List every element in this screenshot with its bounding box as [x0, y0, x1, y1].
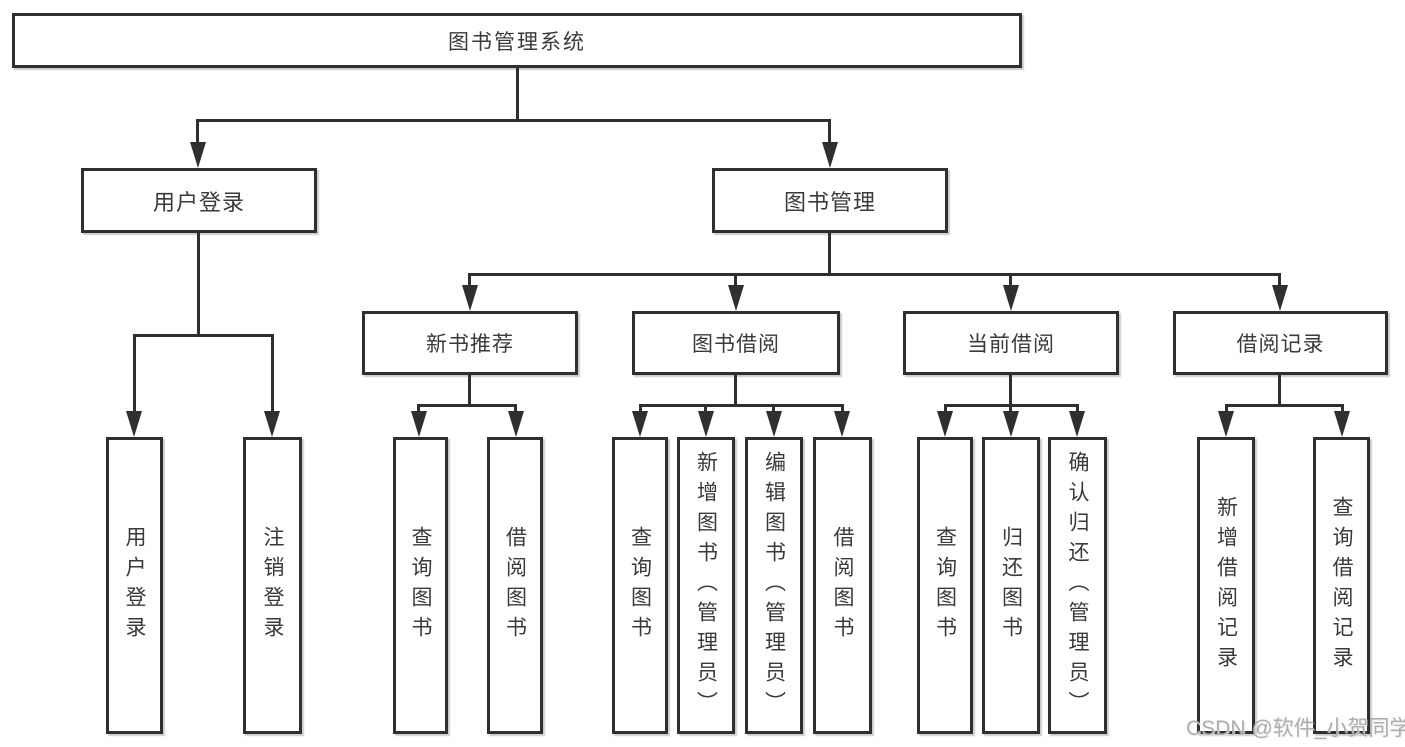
arrowhead-current-return — [1003, 411, 1019, 437]
node-book-management-label: 图书管理 — [783, 189, 876, 215]
leaf-recommend-borrow-books-label: 借阅图书 — [503, 525, 527, 646]
leaf-borrowing-add-books-admin: 新增图书（管理员） — [677, 437, 735, 734]
node-borrowing-records: 借阅记录 — [1173, 311, 1388, 375]
connector-records-stem — [1278, 375, 1281, 406]
node-borrowing-records-label: 借阅记录 — [1236, 333, 1325, 356]
arrowhead-borrowing-records — [1272, 285, 1288, 311]
connector-to-borrowing-add — [704, 404, 707, 416]
arrowhead-book-management — [822, 142, 838, 168]
leaf-borrowing-borrow-books-label: 借阅图书 — [831, 525, 854, 646]
connector-to-recommend-query — [417, 404, 420, 416]
leaf-current-confirm-return-admin: 确认归还（管理员） — [1048, 437, 1107, 734]
leaf-borrowing-add-books-admin-label: 新增图书（管理员） — [694, 450, 718, 721]
connector-to-book-management — [828, 119, 831, 150]
connector-user-login-stem — [197, 233, 200, 337]
connector-book-management-stem — [828, 233, 831, 276]
arrowhead-user-login — [190, 142, 206, 168]
node-book-borrowing-label: 图书借阅 — [692, 333, 780, 356]
leaf-recommend-borrow-books: 借阅图书 — [487, 437, 543, 734]
leaf-records-add-record-label: 新增借阅记录 — [1214, 495, 1238, 676]
leaf-current-return-books-label: 归还图书 — [999, 525, 1023, 646]
connector-to-leaf-logout — [271, 334, 274, 414]
csdn-watermark: CSDN @软件_小贺同学 — [1186, 717, 1405, 740]
connector-to-current-query — [944, 404, 947, 416]
connector-to-borrowing-edit — [772, 404, 775, 416]
leaf-current-return-books: 归还图书 — [982, 437, 1040, 734]
node-new-book-recommend: 新书推荐 — [362, 311, 578, 375]
node-user-login-label: 用户登录 — [152, 189, 245, 215]
leaf-logout: 注销登录 — [243, 437, 302, 734]
arrowhead-borrowing-edit — [766, 411, 782, 437]
leaf-borrowing-edit-books-admin-label: 编辑图书（管理员） — [762, 450, 786, 721]
connector-to-records-add — [1225, 404, 1228, 416]
arrowhead-book-borrowing — [728, 285, 744, 311]
connector-user-login-rail — [133, 334, 274, 337]
connector-to-borrowing-records — [1278, 273, 1281, 289]
node-new-book-recommend-label: 新书推荐 — [426, 333, 514, 356]
leaf-logout-label: 注销登录 — [261, 525, 284, 646]
connector-borrowing-rail — [639, 404, 844, 407]
connector-recommend-rail — [417, 404, 517, 407]
leaf-borrowing-borrow-books: 借阅图书 — [813, 437, 872, 734]
arrowhead-current-borrowing — [1003, 285, 1019, 311]
arrowhead-recommend-query — [411, 411, 427, 437]
leaf-user-login-label: 用户登录 — [123, 525, 146, 646]
leaf-records-query-record-label: 查询借阅记录 — [1330, 495, 1353, 676]
connector-to-leaf-user-login — [133, 334, 136, 414]
leaf-current-query-books-label: 查询图书 — [933, 525, 957, 646]
leaf-user-login: 用户登录 — [106, 437, 163, 734]
arrowhead-new-book-recommend — [462, 285, 478, 311]
connector-root-rail — [197, 119, 831, 122]
leaf-current-query-books: 查询图书 — [917, 437, 973, 734]
arrowhead-recommend-borrow — [508, 411, 524, 437]
node-current-borrowing: 当前借阅 — [903, 311, 1119, 375]
arrowhead-leaf-logout — [264, 411, 280, 437]
node-user-login: 用户登录 — [81, 168, 317, 233]
connector-to-borrowing-query — [639, 404, 642, 416]
connector-records-rail — [1225, 404, 1344, 407]
arrowhead-current-query — [937, 411, 953, 437]
node-book-management: 图书管理 — [712, 168, 948, 233]
connector-to-current-confirm — [1076, 404, 1079, 416]
connector-current-stem — [1009, 375, 1012, 406]
arrowhead-records-add — [1218, 411, 1234, 437]
connector-to-user-login — [196, 119, 199, 150]
connector-recommend-stem — [468, 375, 471, 406]
leaf-current-confirm-return-admin-label: 确认归还（管理员） — [1066, 450, 1089, 721]
leaf-records-add-record: 新增借阅记录 — [1197, 437, 1255, 734]
connector-to-current-borrowing — [1009, 273, 1012, 289]
leaf-records-query-record: 查询借阅记录 — [1313, 437, 1370, 734]
connector-to-new-book-recommend — [468, 273, 471, 289]
leaf-borrowing-query-books-label: 查询图书 — [628, 525, 652, 646]
connector-borrowing-stem — [734, 375, 737, 406]
connector-to-borrowing-borrow — [841, 404, 844, 416]
arrowhead-borrowing-borrow — [834, 411, 850, 437]
connector-root-stem — [516, 66, 519, 121]
connector-book-management-rail — [468, 273, 1281, 276]
connector-to-current-return — [1009, 404, 1012, 416]
leaf-borrowing-edit-books-admin: 编辑图书（管理员） — [745, 437, 803, 734]
node-root-label: 图书管理系统 — [448, 30, 586, 54]
arrowhead-borrowing-add — [698, 411, 714, 437]
leaf-recommend-query-books: 查询图书 — [393, 437, 448, 734]
arrowhead-records-query — [1334, 411, 1350, 437]
node-current-borrowing-label: 当前借阅 — [967, 333, 1055, 356]
arrowhead-borrowing-query — [632, 411, 648, 437]
node-book-borrowing: 图书借阅 — [632, 311, 840, 375]
leaf-borrowing-query-books: 查询图书 — [612, 437, 668, 734]
leaf-recommend-query-books-label: 查询图书 — [409, 525, 432, 646]
arrowhead-leaf-user-login — [126, 411, 142, 437]
connector-to-records-query — [1341, 404, 1344, 416]
connector-to-book-borrowing — [734, 273, 737, 289]
arrowhead-current-confirm — [1069, 411, 1085, 437]
connector-to-recommend-borrow — [514, 404, 517, 416]
node-root: 图书管理系统 — [12, 13, 1022, 68]
